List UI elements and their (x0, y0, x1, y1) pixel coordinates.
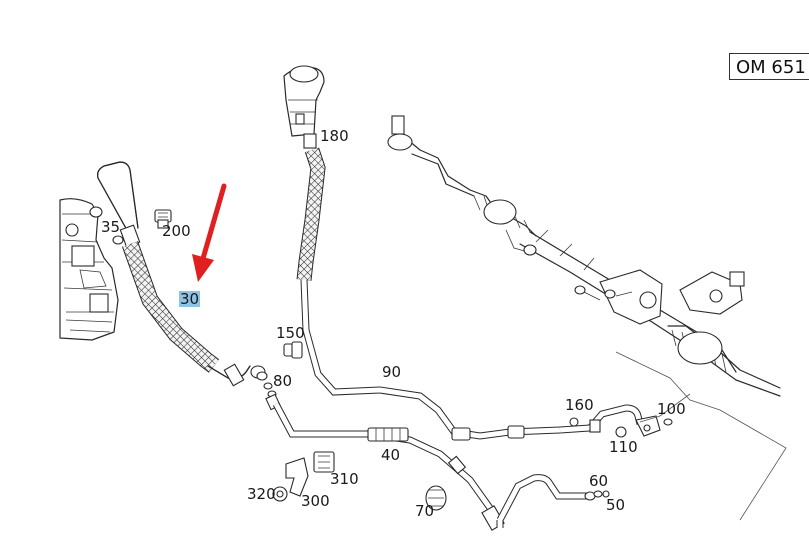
callout-150[interactable]: 150 (276, 324, 305, 342)
callout-100[interactable]: 100 (657, 400, 686, 418)
pressure-line-40 (272, 402, 505, 531)
bracket-310 (313, 451, 335, 473)
callout-180[interactable]: 180 (320, 127, 349, 145)
suction-hose (296, 147, 561, 441)
clip-320 (272, 486, 288, 502)
banjo-bolt-200 (154, 209, 172, 229)
callout-40[interactable]: 40 (381, 446, 401, 464)
callout-90[interactable]: 90 (382, 363, 402, 381)
return-line-60 (496, 474, 610, 528)
callout-80[interactable]: 80 (273, 372, 293, 390)
callout-110[interactable]: 110 (609, 438, 638, 456)
callout-320[interactable]: 320 (247, 485, 276, 503)
clamp-150 (283, 341, 303, 359)
steering-rack (387, 115, 781, 397)
callout-50[interactable]: 50 (606, 496, 626, 514)
red-arrow-indicator (192, 183, 227, 282)
fitting-35 (112, 224, 141, 248)
grommet-70 (425, 485, 447, 511)
steering-pump (59, 198, 119, 341)
pressure-hose-30 (121, 241, 251, 387)
callout-30-highlighted[interactable]: 30 (179, 290, 201, 308)
callout-60[interactable]: 60 (589, 472, 609, 490)
callout-160[interactable]: 160 (565, 396, 594, 414)
callout-35[interactable]: 35 (101, 218, 121, 236)
callout-200[interactable]: 200 (162, 222, 191, 240)
engine-code-label: OM 651 (729, 53, 809, 80)
reservoir-180 (283, 65, 325, 149)
callout-70[interactable]: 70 (415, 502, 435, 520)
callout-310[interactable]: 310 (330, 470, 359, 488)
callout-300[interactable]: 300 (301, 492, 330, 510)
bracket-300 (285, 457, 309, 497)
